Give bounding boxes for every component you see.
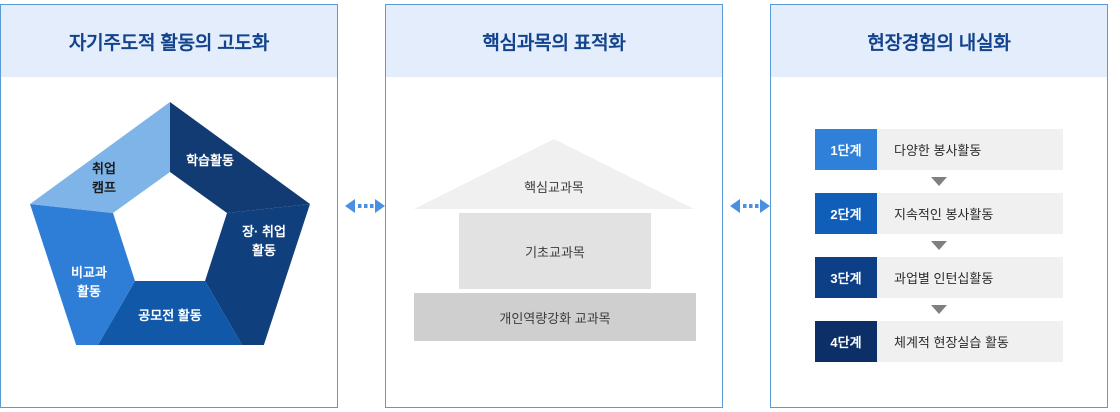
pentagon-segment-hakseup[interactable] bbox=[170, 102, 310, 213]
step-arrow-2 bbox=[815, 234, 1063, 257]
panel-body-field-experience: 1단계 다양한 봉사활동 2단계 지속적인 봉사활동 3단계 과업별 인턴십활동… bbox=[771, 77, 1107, 407]
roof-triangle-shape bbox=[414, 139, 694, 209]
pentagon-segment-chwieop-camp[interactable] bbox=[30, 102, 170, 213]
pentagon-segment-gongmojeon[interactable] bbox=[84, 281, 256, 345]
panel-field-experience: 현장경험의 내실화 1단계 다양한 봉사활동 2단계 지속적인 봉사활동 3단계… bbox=[770, 4, 1108, 408]
triangle-down-icon bbox=[931, 177, 947, 186]
pentagon-label-chwieop-camp-1: 취업 bbox=[92, 161, 116, 176]
pentagon-label-jang-chwieop-1: 장· 취업 bbox=[242, 224, 286, 239]
step-badge-3: 3단계 bbox=[815, 257, 877, 298]
pentagon-pinwheel-diagram: 학습활동 장· 취업 활동 공모전 활동 비교과 활동 취업 캠프 bbox=[13, 95, 327, 345]
triangle-down-icon bbox=[931, 241, 947, 250]
panel-header-self-directed: 자기주도적 활동의 고도화 bbox=[1, 5, 337, 77]
step-badge-4: 4단계 bbox=[815, 321, 877, 362]
step-arrow-1 bbox=[815, 170, 1063, 193]
step-row[interactable]: 1단계 다양한 봉사활동 bbox=[815, 129, 1063, 170]
house-layer-middle[interactable]: 기초교과목 bbox=[459, 213, 651, 289]
step-label-3: 과업별 인턴십활동 bbox=[877, 257, 1063, 298]
house-layer-bottom[interactable]: 개인역량강화 교과목 bbox=[414, 293, 696, 341]
panel-body-self-directed: 학습활동 장· 취업 활동 공모전 활동 비교과 활동 취업 캠프 bbox=[1, 77, 337, 407]
house-layer-middle-label: 기초교과목 bbox=[525, 244, 585, 260]
step-row[interactable]: 2단계 지속적인 봉사활동 bbox=[815, 193, 1063, 234]
house-layer-roof-label: 핵심교과목 bbox=[524, 180, 584, 195]
step-row[interactable]: 3단계 과업별 인턴십활동 bbox=[815, 257, 1063, 298]
pentagon-label-hakseup: 학습활동 bbox=[186, 153, 234, 168]
step-badge-1: 1단계 bbox=[815, 129, 877, 170]
panel-header-core-subjects: 핵심과목의 표적화 bbox=[386, 5, 722, 77]
panel-body-core-subjects: 핵심교과목 기초교과목 개인역량강화 교과목 bbox=[386, 77, 722, 407]
panel-core-subjects: 핵심과목의 표적화 핵심교과목 기초교과목 개인역량강화 교과목 bbox=[385, 4, 723, 408]
house-pyramid-diagram: 핵심교과목 기초교과목 개인역량강화 교과목 bbox=[386, 77, 722, 407]
panel-header-field-experience: 현장경험의 내실화 bbox=[771, 5, 1107, 77]
connector-arrow-left bbox=[345, 196, 385, 216]
pentagon-label-jang-chwieop-2: 활동 bbox=[252, 243, 276, 258]
panel-title-self-directed: 자기주도적 활동의 고도화 bbox=[68, 32, 270, 54]
panel-title-core-subjects: 핵심과목의 표적화 bbox=[482, 32, 626, 54]
pentagon-segment-jang-chwieop[interactable] bbox=[205, 204, 310, 345]
step-row[interactable]: 4단계 체계적 현장실습 활동 bbox=[815, 321, 1063, 362]
pentagon-label-chwieop-camp-2: 캠프 bbox=[92, 180, 116, 195]
pentagon-segment-bigyogwa[interactable] bbox=[30, 204, 135, 345]
panel-title-field-experience: 현장경험의 내실화 bbox=[867, 32, 1011, 54]
step-label-1: 다양한 봉사활동 bbox=[877, 129, 1063, 170]
panel-self-directed: 자기주도적 활동의 고도화 bbox=[0, 4, 338, 408]
step-label-4: 체계적 현장실습 활동 bbox=[877, 321, 1063, 362]
house-layer-roof[interactable]: 핵심교과목 bbox=[414, 139, 694, 209]
step-arrow-3 bbox=[815, 298, 1063, 321]
connector-arrow-right bbox=[730, 196, 770, 216]
pentagon-label-bigyogwa-2: 활동 bbox=[77, 284, 101, 299]
double-arrow-dotted-icon bbox=[345, 199, 385, 213]
triangle-down-icon bbox=[931, 305, 947, 314]
step-badge-2: 2단계 bbox=[815, 193, 877, 234]
step-flow-list: 1단계 다양한 봉사활동 2단계 지속적인 봉사활동 3단계 과업별 인턴십활동… bbox=[815, 129, 1063, 362]
double-arrow-dotted-icon bbox=[730, 199, 770, 213]
pentagon-label-bigyogwa-1: 비교과 bbox=[71, 265, 107, 280]
pentagon-label-gongmojeon: 공모전 활동 bbox=[138, 308, 201, 323]
house-layer-bottom-label: 개인역량강화 교과목 bbox=[499, 310, 611, 326]
step-label-2: 지속적인 봉사활동 bbox=[877, 193, 1063, 234]
